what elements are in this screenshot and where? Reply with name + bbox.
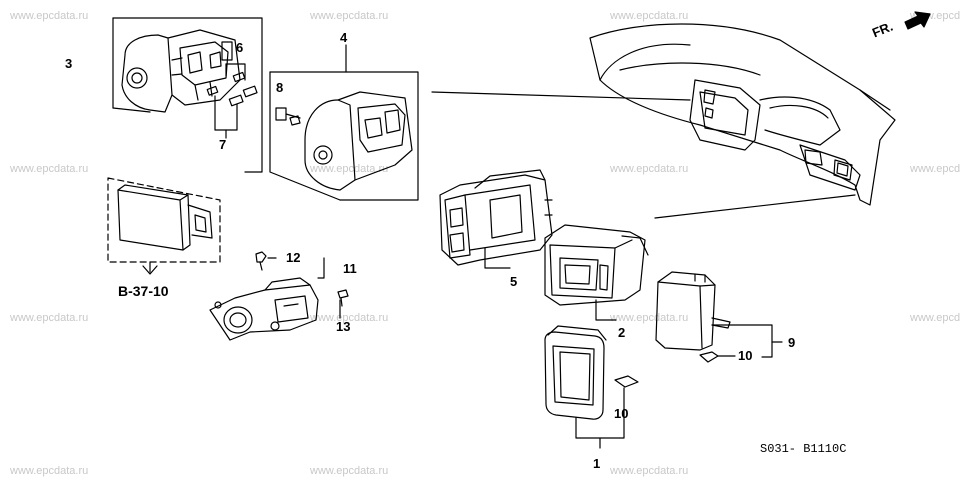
callout-9: 9	[788, 335, 796, 350]
callout-2: 2	[618, 325, 626, 340]
watermark-text: www.epcdata.ru	[310, 312, 389, 324]
callout-12: 12	[286, 250, 301, 265]
callout-3: 3	[65, 56, 73, 71]
part-4-frame	[269, 44, 419, 201]
front-direction-arrow	[904, 11, 931, 30]
watermark-text: www.epcdata.ru	[610, 163, 689, 175]
part-1-illustration	[544, 325, 639, 449]
part-2-illustration	[544, 224, 649, 321]
callout-6: 6	[236, 40, 244, 55]
watermark-text: www.epcdata.ru	[310, 465, 389, 477]
callout-1: 1	[593, 456, 601, 471]
b-37-10-frame	[107, 177, 221, 263]
part-3-frame	[112, 17, 263, 173]
watermark-text: www.epcdata.ru	[10, 465, 89, 477]
callout-13: 13	[336, 319, 351, 334]
dashboard-illustration	[589, 23, 896, 206]
callout-8: 8	[276, 80, 284, 95]
watermark-text: www.epcdata.ru	[610, 312, 689, 324]
watermark-text: www.epcdata.ru	[310, 10, 389, 22]
watermark-text: www.epcdata.ru	[10, 312, 89, 324]
watermark-text: www.epcdata.ru	[610, 465, 689, 477]
part-9-illustration	[655, 271, 783, 363]
drawing-code: S031- B1110C	[760, 442, 847, 456]
watermark-text: www.epcdata.ru	[910, 312, 960, 324]
callout-10-lower: 10	[614, 406, 629, 421]
part-3-illustration	[121, 29, 241, 113]
watermark-text: www.epcdata.ru	[310, 163, 389, 175]
callout-7: 7	[219, 137, 227, 152]
b-37-10-illustration	[117, 184, 213, 275]
reference-label: B-37-10	[118, 283, 169, 299]
part-5-illustration	[439, 169, 553, 269]
callout-5: 5	[510, 274, 518, 289]
watermark-text: www.epcdata.ru	[10, 163, 89, 175]
callout-4: 4	[340, 30, 348, 45]
watermark-text: www.epcdata.ru	[10, 10, 89, 22]
callout-10-upper: 10	[738, 348, 753, 363]
part-4-illustration	[275, 91, 413, 191]
watermark-text: www.epcdata.ru	[910, 163, 960, 175]
watermark-text: www.epcdata.ru	[610, 10, 689, 22]
callout-11: 11	[343, 261, 357, 276]
part-11-illustration	[209, 251, 349, 341]
screw-group-6-7	[206, 63, 258, 139]
